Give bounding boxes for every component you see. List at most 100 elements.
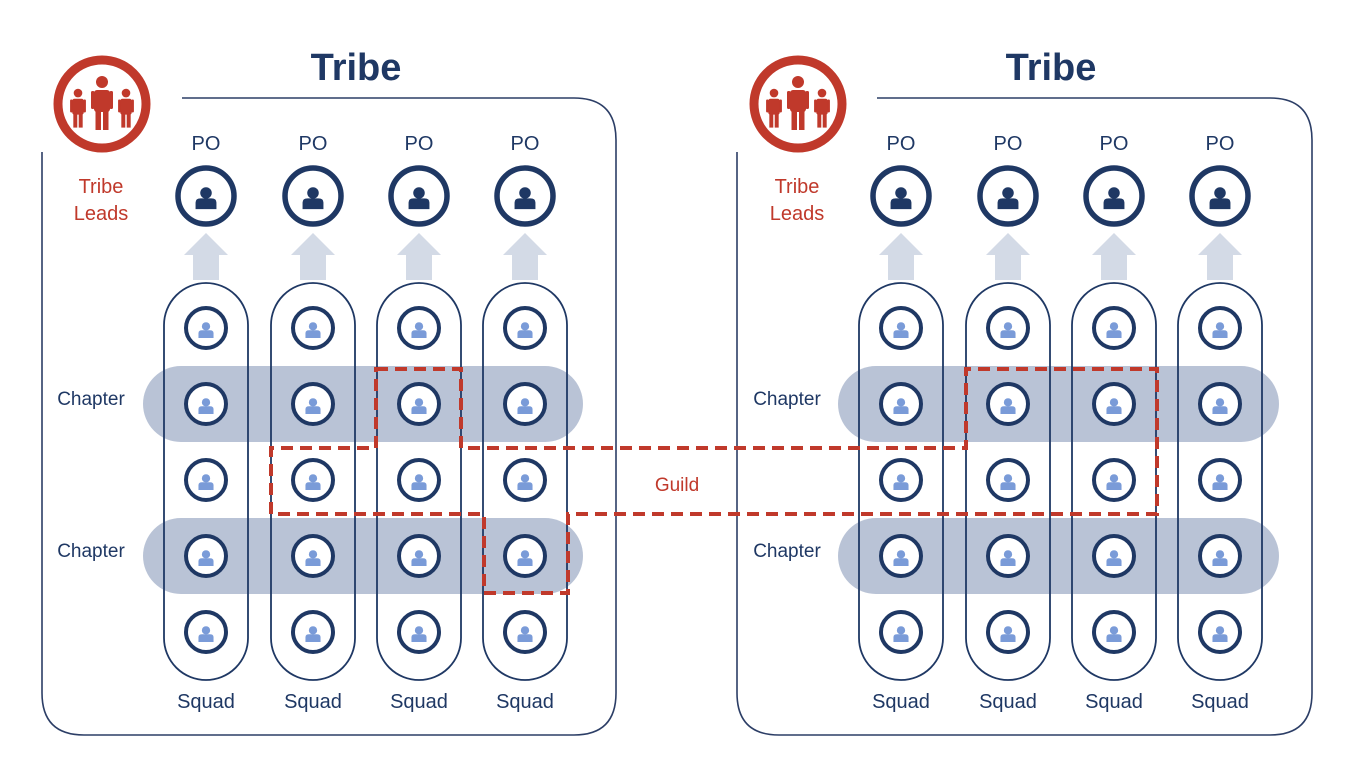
member-icon <box>503 306 547 350</box>
member-person-glyph <box>517 626 533 643</box>
po-icon <box>494 165 556 227</box>
chapter-band <box>838 518 1279 594</box>
member-person-glyph <box>1106 398 1122 415</box>
po-label: PO <box>192 133 221 155</box>
squad-label: Squad <box>496 691 554 713</box>
member-icon <box>397 610 441 654</box>
member-person-glyph <box>517 474 533 491</box>
member-person-glyph <box>893 322 909 339</box>
member-icon <box>1092 458 1136 502</box>
po-label: PO <box>299 133 328 155</box>
tribe-title: Tribe <box>1006 47 1097 89</box>
member-person-glyph <box>1000 550 1016 567</box>
member-icon <box>1198 306 1242 350</box>
po-label: PO <box>887 133 916 155</box>
member-icon <box>184 610 228 654</box>
member-person-glyph <box>1000 474 1016 491</box>
po-icon <box>1189 165 1251 227</box>
member-icon <box>397 306 441 350</box>
arrow-up-icon <box>184 233 228 280</box>
po-icon <box>870 165 932 227</box>
po-icon <box>282 165 344 227</box>
member-icon <box>291 610 335 654</box>
member-person-glyph <box>1212 550 1228 567</box>
arrow-up-icon <box>1198 233 1242 280</box>
member-icon <box>1092 382 1136 426</box>
tribe-border <box>736 97 1313 736</box>
member-icon <box>879 610 923 654</box>
member-icon <box>1198 382 1242 426</box>
guild-outline <box>269 367 1159 595</box>
arrow-up-icon <box>291 233 335 280</box>
po-icon <box>388 165 450 227</box>
member-person-glyph <box>305 550 321 567</box>
member-person-glyph <box>1212 626 1228 643</box>
member-person-glyph <box>198 474 214 491</box>
member-icon <box>986 610 1030 654</box>
member-icon <box>291 306 335 350</box>
member-person-glyph <box>1212 322 1228 339</box>
member-icon <box>503 458 547 502</box>
po-label: PO <box>1206 133 1235 155</box>
tribe-leads-icon <box>749 55 847 153</box>
member-person-glyph <box>1106 550 1122 567</box>
chapter-label: Chapter <box>57 389 125 410</box>
member-person-glyph <box>411 398 427 415</box>
member-person-glyph <box>1000 398 1016 415</box>
member-person-glyph <box>893 626 909 643</box>
guild-dashed-outline <box>269 367 1159 595</box>
chapter-band <box>143 518 583 594</box>
squad-outline <box>270 282 356 681</box>
member-icon <box>184 382 228 426</box>
po-icon <box>175 165 237 227</box>
guild-label: Guild <box>655 475 699 496</box>
po-icon <box>1083 165 1145 227</box>
member-person-glyph <box>198 550 214 567</box>
member-person-glyph <box>411 322 427 339</box>
member-icon <box>184 458 228 502</box>
squad-outline <box>965 282 1051 681</box>
squad-label: Squad <box>1191 691 1249 713</box>
squad-outline <box>376 282 462 681</box>
po-label: PO <box>511 133 540 155</box>
member-icon <box>1092 306 1136 350</box>
po-label: PO <box>1100 133 1129 155</box>
member-person-glyph <box>517 550 533 567</box>
squad-label: Squad <box>1085 691 1143 713</box>
tribe-leads-icon <box>53 55 151 153</box>
member-icon <box>184 306 228 350</box>
po-person-glyph <box>514 187 536 210</box>
member-person-glyph <box>411 550 427 567</box>
member-person-glyph <box>411 626 427 643</box>
member-icon <box>986 534 1030 578</box>
tribe-right: TribeTribeLeadsChapterChapterPOSquadPOSq… <box>736 47 1313 736</box>
member-icon <box>1198 534 1242 578</box>
po-person-glyph <box>1209 187 1231 210</box>
member-person-glyph <box>893 474 909 491</box>
member-person-glyph <box>517 398 533 415</box>
squad-label: Squad <box>872 691 930 713</box>
member-person-glyph <box>893 398 909 415</box>
squad-label: Squad <box>979 691 1037 713</box>
squad-outline <box>163 282 249 681</box>
member-person-glyph <box>1212 398 1228 415</box>
member-person-glyph <box>893 550 909 567</box>
member-icon <box>1198 458 1242 502</box>
po-label: PO <box>405 133 434 155</box>
chapter-label: Chapter <box>753 389 821 410</box>
member-icon <box>1092 534 1136 578</box>
tribe-left: TribeTribeLeadsChapterChapterPOSquadPOSq… <box>41 47 617 736</box>
member-person-glyph <box>305 626 321 643</box>
member-icon <box>291 458 335 502</box>
member-person-glyph <box>1212 474 1228 491</box>
po-label: PO <box>994 133 1023 155</box>
po-person-glyph <box>408 187 430 210</box>
squad-label: Squad <box>390 691 448 713</box>
member-icon <box>879 534 923 578</box>
member-icon <box>397 458 441 502</box>
member-icon <box>986 382 1030 426</box>
member-icon <box>397 534 441 578</box>
arrow-up-icon <box>503 233 547 280</box>
member-person-glyph <box>1000 322 1016 339</box>
squad-label: Squad <box>284 691 342 713</box>
